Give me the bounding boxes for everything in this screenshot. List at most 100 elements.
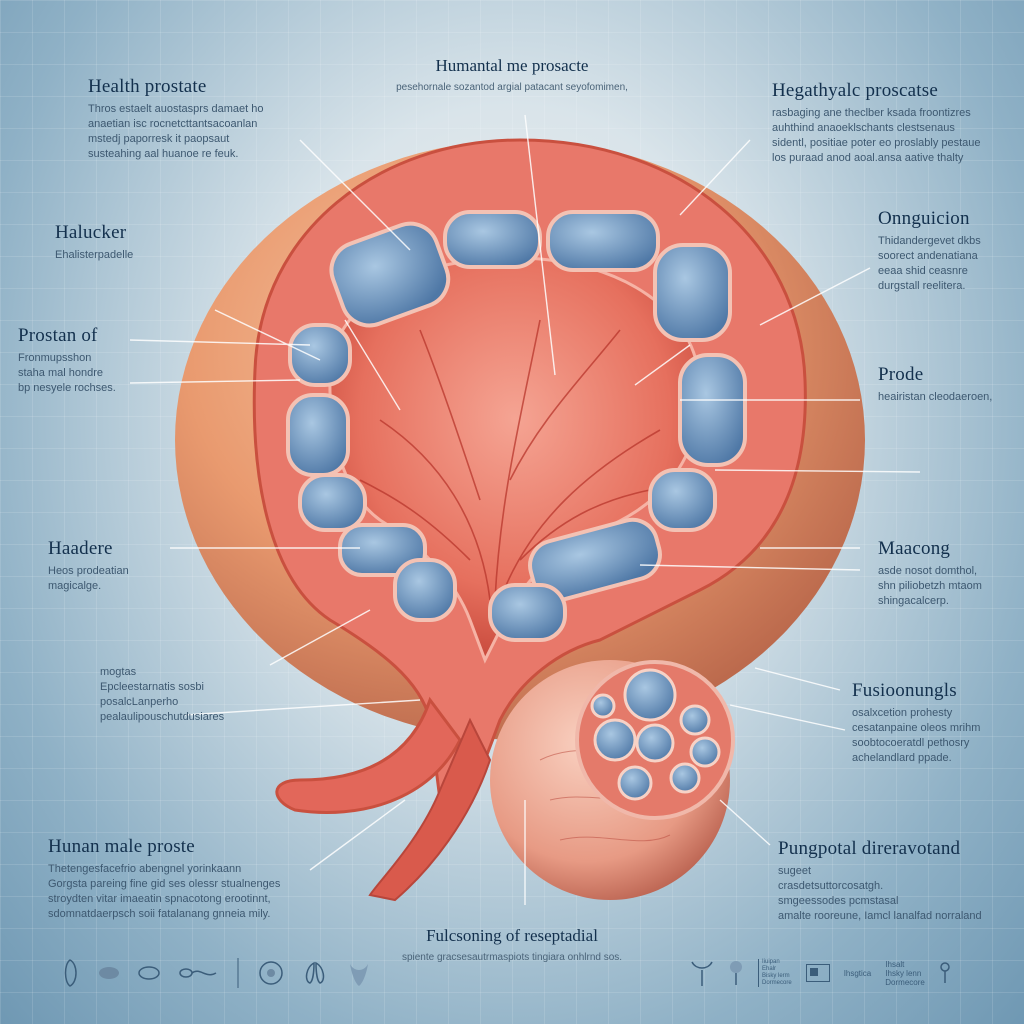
label-line: soobtocoeratdl pethosry (852, 737, 970, 749)
label-fusioonungls: Fusioonungls osalxcetion prohesty cesata… (852, 680, 1017, 766)
label-title: Prostan of (18, 325, 98, 346)
label-line: stroydten vitar imaeatin spnacotong eroo… (48, 893, 271, 905)
label-title: Hunan male proste (48, 836, 195, 857)
footer-icons-right: Iiuipan Ehalr Bisky lerm Dormecore Ihsgt… (690, 955, 951, 991)
label-line: rasbaging ane theclber ksada froontizres (772, 107, 971, 119)
label-line: pealaulipouschutdusiares (100, 711, 225, 723)
label-line: staha mal hondre (18, 367, 103, 379)
label-line: los puraad anod aoal.ansa aative thalty (772, 152, 964, 164)
label-line: cesatanpaine oleos mrihm (852, 722, 981, 734)
label-line: Thros estaelt auostasprs damaet ho (88, 103, 264, 115)
label-line: crasdetsuttorcosatgh. (778, 880, 884, 892)
label-hegathyalc-proscatse: Hegathyalc proscatse rasbaging ane thecl… (772, 80, 1007, 166)
label-line: mstedj paporresk it paopsaut (88, 133, 230, 145)
label-line: amalte rooreune, Iamcl lanalfad norralan… (778, 910, 982, 922)
label-haadere: Haadere Heos prodeatian magicalge. (48, 538, 178, 594)
label-line: Heos prodeatian (48, 565, 129, 577)
label-body: asde nosot domthol, shn piliobetzh mtaom… (878, 564, 1018, 609)
label-body: Fronmupsshon staha mal hondre bp nesyele… (18, 351, 148, 396)
label-health-prostate: Health prostate Thros estaelt auostasprs… (88, 76, 318, 162)
label-line: Gorgsta pareing fine gid ses olessr stua… (48, 878, 281, 890)
label-line: magicalge. (48, 580, 102, 592)
bottom-caption: Fulcsoning of reseptadial spiente gracse… (0, 926, 1024, 963)
label-line: soorect andenatiana (878, 250, 978, 262)
label-pungpotal-direravotand: Pungpotal direravotand sugeet crasdetsut… (778, 838, 1018, 924)
urethra-duct (368, 717, 492, 902)
label-line: Fronmupsshon (18, 352, 92, 364)
label-body: sugeet crasdetsuttorcosatgh. smgeessodes… (778, 864, 1018, 924)
footer-box-line: Dormecore (762, 980, 792, 986)
label-prode: Prode heairistan cleodaeroen, (878, 364, 1018, 405)
label-maacong: Maacong asde nosot domthol, shn piliobet… (878, 538, 1018, 609)
label-unnamed-lower-left: mogtas Epcleestarnatis sosbi posalcLanpe… (100, 665, 270, 725)
bottom-caption-title: Fulcsoning of reseptadial (426, 926, 598, 945)
label-body: Thetengesfacefrio abengnel yorinkaann Go… (48, 862, 308, 922)
footer-text-box: Iiuipan Ehalr Bisky lerm Dormecore (758, 959, 792, 987)
footer-square-icon (805, 964, 830, 982)
footer-box-line: Iiuipan (762, 959, 780, 965)
label-title: Fusioonungls (852, 680, 957, 701)
cell-circle-icon (259, 961, 283, 985)
label-line: mogtas (100, 666, 137, 678)
label-title: Onnguicion (878, 208, 970, 229)
oval-cell-icon (99, 967, 119, 979)
label-line: asde nosot domthol, (878, 565, 978, 577)
footer-tag-line: Dormecore (885, 977, 925, 987)
label-line: posalcLanperho (100, 696, 179, 708)
flask-icon (730, 961, 742, 985)
label-line: Epcleestarnatis sosbi (100, 681, 204, 693)
urethra (275, 696, 462, 814)
label-body: Thros estaelt auostasprs damaet ho anaet… (88, 102, 318, 162)
label-title: Haadere (48, 538, 113, 559)
label-body: rasbaging ane theclber ksada froontizres… (772, 106, 1007, 166)
label-line: eeaa shid ceasnre (878, 265, 968, 277)
label-line: sdomnatdaerpsch soii fatalanang gnneia m… (48, 908, 271, 920)
label-prostan-of: Prostan of Fronmupsshon staha mal hondre… (18, 325, 148, 396)
label-line: durgstall reelitera. (878, 280, 966, 292)
label-line: osalxcetion prohesty (852, 707, 953, 719)
label-line: heairistan cleodaeroen, (878, 391, 993, 403)
label-line: susteahing aal huanoe re feuk. (88, 148, 239, 160)
inset-cells (590, 668, 721, 801)
gland-chambers (286, 210, 747, 642)
label-line: achelandlard ppade. (852, 752, 952, 764)
label-line: auhthind anaoeklschants clestsenaus (772, 122, 955, 134)
label-onnguicion: Onnguicion Thidandergevet dkbs soorect a… (878, 208, 1018, 294)
label-body: osalxcetion prohesty cesatanpaine oleos … (852, 706, 1017, 766)
label-title: Prode (878, 364, 924, 385)
label-line: bp nesyele rochses. (18, 382, 116, 394)
footer-tag-b: Ihsalt Ihsky lenn Dormecore (885, 960, 925, 987)
label-line: Thetengesfacefrio abengnel yorinkaann (48, 863, 242, 875)
label-title: Maacong (878, 538, 951, 559)
diagram-subtitle: pesehornale sozantod argial patacant sey… (396, 82, 628, 93)
footer-box-line: Ehalr (762, 966, 777, 972)
divider-icon (237, 958, 239, 988)
label-body: heairistan cleodaeroen, (878, 390, 1018, 405)
leader-lines (129, 114, 921, 905)
label-line: smgeessodes pcmstasal (778, 895, 899, 907)
label-line: Thidandergevet dkbs (878, 235, 981, 247)
label-line: sugeet (778, 865, 812, 877)
label-title: Hegathyalc proscatse (772, 80, 938, 101)
label-body: Heos prodeatian magicalge. (48, 564, 178, 594)
label-line: shn piliobetzh mtaom (878, 580, 982, 592)
gland-icon (350, 964, 368, 986)
diagram-title-block: Humantal me prosacte pesehornale sozanto… (0, 56, 1024, 93)
diagram-title: Humantal me prosacte (435, 56, 589, 75)
footer-tag-a: Ihsgtica (843, 968, 872, 978)
label-human-male-prostate: Hunan male proste Thetengesfacefrio aben… (48, 836, 308, 922)
bottom-caption-subtitle: spiente gracsesautrmaspiots tingiara onh… (401, 952, 623, 963)
label-title: Halucker (55, 222, 127, 243)
pelvis-icon (691, 961, 713, 986)
lungs-icon (305, 961, 325, 984)
pin-icon (940, 962, 950, 983)
vein-network (359, 319, 661, 601)
label-line: sidentl, positiae poter eo proslably pes… (772, 137, 981, 149)
label-body: Thidandergevet dkbs soorect andenatiana … (878, 234, 1018, 294)
label-title: Health prostate (88, 76, 207, 97)
label-halucker: Halucker Ehalisterpadelle (55, 222, 175, 263)
sperm-icon (179, 968, 217, 978)
footer-tag-line: Ihsky lenn (885, 968, 922, 978)
footer-box-line: Bisky lerm (762, 973, 790, 979)
